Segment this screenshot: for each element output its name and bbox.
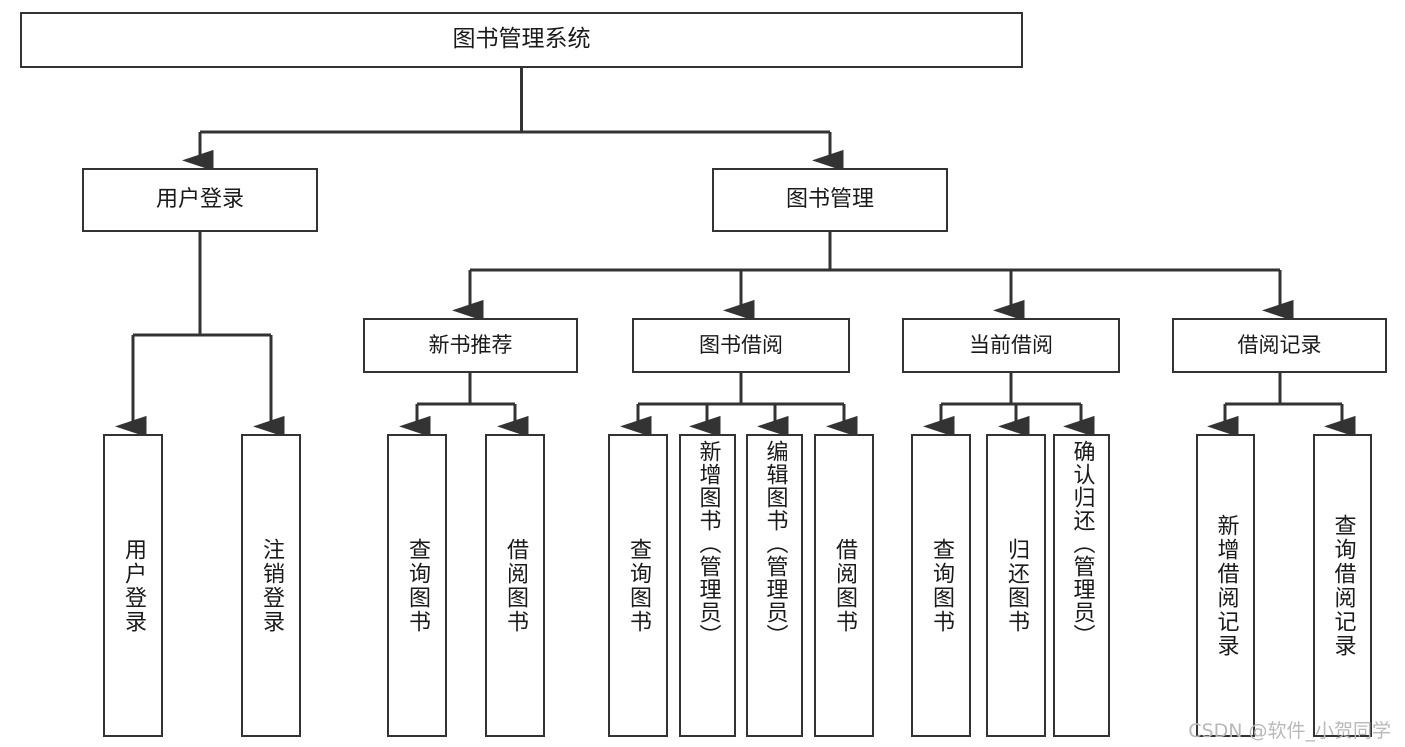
node-borrow-record-label: 借阅记录 — [1237, 332, 1322, 357]
node-current-borrow-label: 当前借阅 — [969, 332, 1053, 357]
node-leaf-borrow-book-rec[interactable]: 借阅图书 — [485, 434, 545, 737]
node-user-login-label: 用户登录 — [155, 186, 244, 212]
node-book-management-label: 图书管理 — [785, 186, 874, 212]
node-leaf-query-book-current-label: 查询图书 — [929, 537, 954, 634]
node-leaf-add-borrow-record-label: 新增借阅记录 — [1213, 513, 1239, 658]
node-leaf-add-book-label: 新增图书（管理员） — [695, 440, 721, 647]
node-leaf-user-logout[interactable]: 注销登录 — [241, 434, 301, 737]
node-root[interactable]: 图书管理系统 — [20, 12, 1023, 68]
csdn-watermark: CSDN @软件_小贺同学 — [1188, 720, 1391, 742]
node-leaf-return-book[interactable]: 归还图书 — [986, 434, 1046, 737]
node-leaf-user-logout-label: 注销登录 — [259, 537, 284, 634]
node-book-management[interactable]: 图书管理 — [712, 168, 948, 232]
node-leaf-query-book-borrow-label: 查询图书 — [626, 537, 651, 634]
edge-root-to-level1 — [182, 68, 844, 171]
edge-bookborrow-to-leaves — [620, 373, 858, 437]
node-leaf-query-book-rec-label: 查询图书 — [405, 537, 430, 634]
edge-newbook-to-leaves — [399, 373, 529, 437]
node-leaf-edit-book[interactable]: 编辑图书（管理员） — [746, 434, 803, 737]
node-leaf-borrow-book-label: 借阅图书 — [832, 537, 857, 634]
edge-borrowrecord-to-leaves — [1207, 373, 1356, 437]
node-user-login[interactable]: 用户登录 — [82, 168, 318, 232]
node-leaf-borrow-book-rec-label: 借阅图书 — [503, 537, 528, 634]
node-new-book-recommend[interactable]: 新书推荐 — [363, 318, 578, 373]
node-new-book-recommend-label: 新书推荐 — [428, 332, 513, 357]
edge-currentborrow-to-leaves — [923, 373, 1095, 437]
node-leaf-add-book[interactable]: 新增图书（管理员） — [679, 434, 736, 737]
node-book-borrow-label: 图书借阅 — [699, 332, 783, 357]
node-borrow-record[interactable]: 借阅记录 — [1172, 318, 1387, 373]
node-leaf-query-borrow-record-label: 查询借阅记录 — [1330, 513, 1356, 658]
node-leaf-query-book-borrow[interactable]: 查询图书 — [608, 434, 668, 737]
node-leaf-return-book-label: 归还图书 — [1004, 537, 1029, 634]
node-leaf-borrow-book[interactable]: 借阅图书 — [814, 434, 874, 737]
node-leaf-edit-book-label: 编辑图书（管理员） — [762, 440, 788, 647]
edge-bookmgmt-to-level2 — [452, 232, 1294, 321]
node-leaf-user-login-label: 用户登录 — [121, 537, 146, 634]
node-current-borrow[interactable]: 当前借阅 — [902, 318, 1120, 373]
node-root-label: 图书管理系统 — [452, 26, 591, 53]
edge-userlogin-to-leaves — [115, 232, 285, 437]
node-leaf-query-borrow-record[interactable]: 查询借阅记录 — [1313, 434, 1372, 737]
node-leaf-query-book-rec[interactable]: 查询图书 — [387, 434, 447, 737]
node-book-borrow[interactable]: 图书借阅 — [632, 318, 850, 373]
node-leaf-query-book-current[interactable]: 查询图书 — [911, 434, 971, 737]
node-leaf-confirm-return[interactable]: 确认归还（管理员） — [1053, 434, 1110, 737]
node-leaf-user-login[interactable]: 用户登录 — [103, 434, 163, 737]
node-leaf-add-borrow-record[interactable]: 新增借阅记录 — [1196, 434, 1255, 737]
node-leaf-confirm-return-label: 确认归还（管理员） — [1069, 440, 1095, 647]
